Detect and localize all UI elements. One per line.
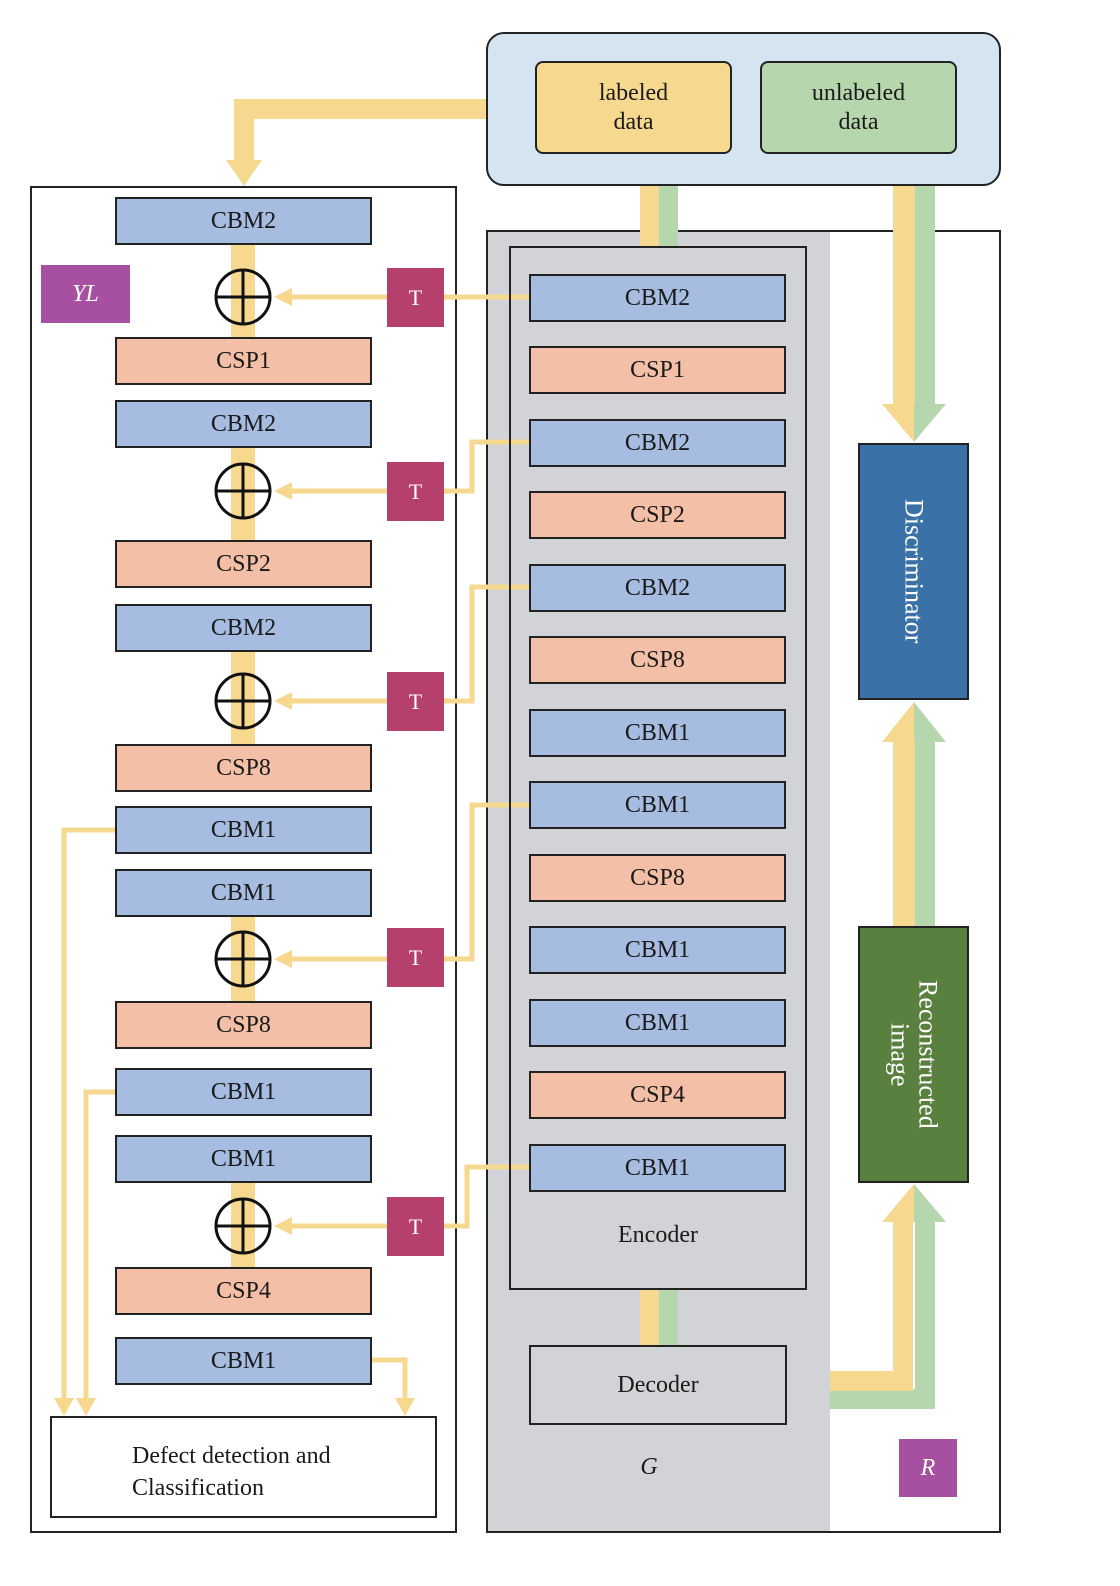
generator-tag: G xyxy=(640,1454,658,1480)
transfer-box-3: T xyxy=(387,672,444,731)
defect-detection-box: Defect detection and Classification xyxy=(50,1416,437,1518)
reconstructed-image-label: Reconstructed image xyxy=(885,980,943,1129)
plus-node-1 xyxy=(214,268,272,326)
encoder-block-cbm1-4: CBM1 xyxy=(529,999,786,1047)
plus-node-2 xyxy=(214,462,272,520)
yl-block-cbm1-3: CBM1 xyxy=(115,1068,372,1116)
reconstructed-image-line-1: Reconstructed xyxy=(913,980,943,1129)
unlabeled-data-box: unlabeled data xyxy=(760,61,957,154)
decoder-to-recon-labeled xyxy=(830,1220,913,1391)
unlabeled-flow-to-encoder xyxy=(659,186,678,246)
yl-block-cbm1-1: CBM1 xyxy=(115,806,372,854)
yl-tag: YL xyxy=(41,265,130,323)
yl-block-csp8-2: CSP8 xyxy=(115,1001,372,1049)
encoder-block-cbm2-2: CBM2 xyxy=(529,419,786,467)
r-branch-panel xyxy=(486,230,1001,1533)
flow-arrowhead-discriminator-unlabeled xyxy=(914,404,946,442)
r-tag: R xyxy=(899,1439,957,1497)
flow-arrowhead-up-labeled xyxy=(882,702,914,742)
encoder-to-decoder-labeled xyxy=(640,1290,659,1346)
transfer-box-5: T xyxy=(387,1197,444,1256)
transfer-arrowheads xyxy=(274,288,292,1235)
output-lines xyxy=(61,827,408,1400)
labeled-flow-to-encoder xyxy=(640,186,659,246)
labeled-flow-to-discriminator xyxy=(893,186,915,406)
flow-arrowhead-recon-labeled xyxy=(882,1184,914,1222)
flow-arrowhead-yl xyxy=(226,160,262,186)
encoder-block-cbm1-3: CBM1 xyxy=(529,926,786,974)
transfer-box-2: T xyxy=(387,462,444,521)
encoder-block-cbm2-1: CBM2 xyxy=(529,274,786,322)
decoder-box: Decoder xyxy=(529,1345,787,1425)
plus-node-5 xyxy=(214,1197,272,1255)
yl-block-cbm1-5: CBM1 xyxy=(115,1337,372,1385)
encoder-block-cbm1-5: CBM1 xyxy=(529,1144,786,1192)
encoder-to-decoder-unlabeled xyxy=(659,1290,678,1346)
encoder-block-csp2: CSP2 xyxy=(529,491,786,539)
encoder-block-csp8-1: CSP8 xyxy=(529,636,786,684)
decoder-to-recon-unlabeled xyxy=(830,1220,935,1409)
encoder-label: Encoder xyxy=(618,1222,698,1248)
encoder-block-csp8-2: CSP8 xyxy=(529,854,786,902)
encoder-block-csp1: CSP1 xyxy=(529,346,786,394)
transfer-box-4: T xyxy=(387,928,444,987)
yl-block-cbm2-3: CBM2 xyxy=(115,604,372,652)
yl-block-csp1: CSP1 xyxy=(115,337,372,385)
yl-block-cbm1-4: CBM1 xyxy=(115,1135,372,1183)
yl-block-cbm2-1: CBM2 xyxy=(115,197,372,245)
discriminator-label: Discriminator xyxy=(899,499,929,644)
plus-node-3 xyxy=(214,672,272,730)
encoder-block-csp4: CSP4 xyxy=(529,1071,786,1119)
flow-arrowhead-recon-unlabeled xyxy=(914,1184,946,1222)
reconstructed-image-box: Reconstructed image xyxy=(858,926,969,1183)
yl-block-cbm1-2: CBM1 xyxy=(115,869,372,917)
recon-to-discriminator-unlabeled xyxy=(915,740,935,928)
output-arrowheads xyxy=(54,1398,415,1416)
flow-arrowhead-up-unlabeled xyxy=(914,702,946,742)
flow-arrowhead-discriminator-labeled xyxy=(882,404,914,442)
encoder-block-cbm1-2: CBM1 xyxy=(529,781,786,829)
defect-detection-line-2: Classification xyxy=(132,1475,264,1501)
yl-block-csp4: CSP4 xyxy=(115,1267,372,1315)
reconstructed-image-line-2: image xyxy=(885,1022,915,1087)
encoder-block-cbm1-1: CBM1 xyxy=(529,709,786,757)
discriminator-box: Discriminator xyxy=(858,443,969,700)
encoder-block-cbm2-3: CBM2 xyxy=(529,564,786,612)
encoder-to-transfer-lines xyxy=(444,294,530,1229)
recon-to-discriminator-labeled xyxy=(893,740,915,928)
encoder-panel xyxy=(509,246,807,1290)
yl-block-cbm2-2: CBM2 xyxy=(115,400,372,448)
transfer-box-1: T xyxy=(387,268,444,327)
yl-block-csp8-1: CSP8 xyxy=(115,744,372,792)
yl-block-csp2: CSP2 xyxy=(115,540,372,588)
plus-node-4 xyxy=(214,930,272,988)
transfer-to-plus-lines xyxy=(288,294,387,1229)
labeled-flow-to-yl xyxy=(234,99,487,162)
defect-detection-line-1: Defect detection and xyxy=(132,1443,331,1469)
labeled-data-box: labeled data xyxy=(535,61,732,154)
yl-branch-panel xyxy=(30,186,457,1533)
unlabeled-flow-to-discriminator xyxy=(915,186,935,406)
